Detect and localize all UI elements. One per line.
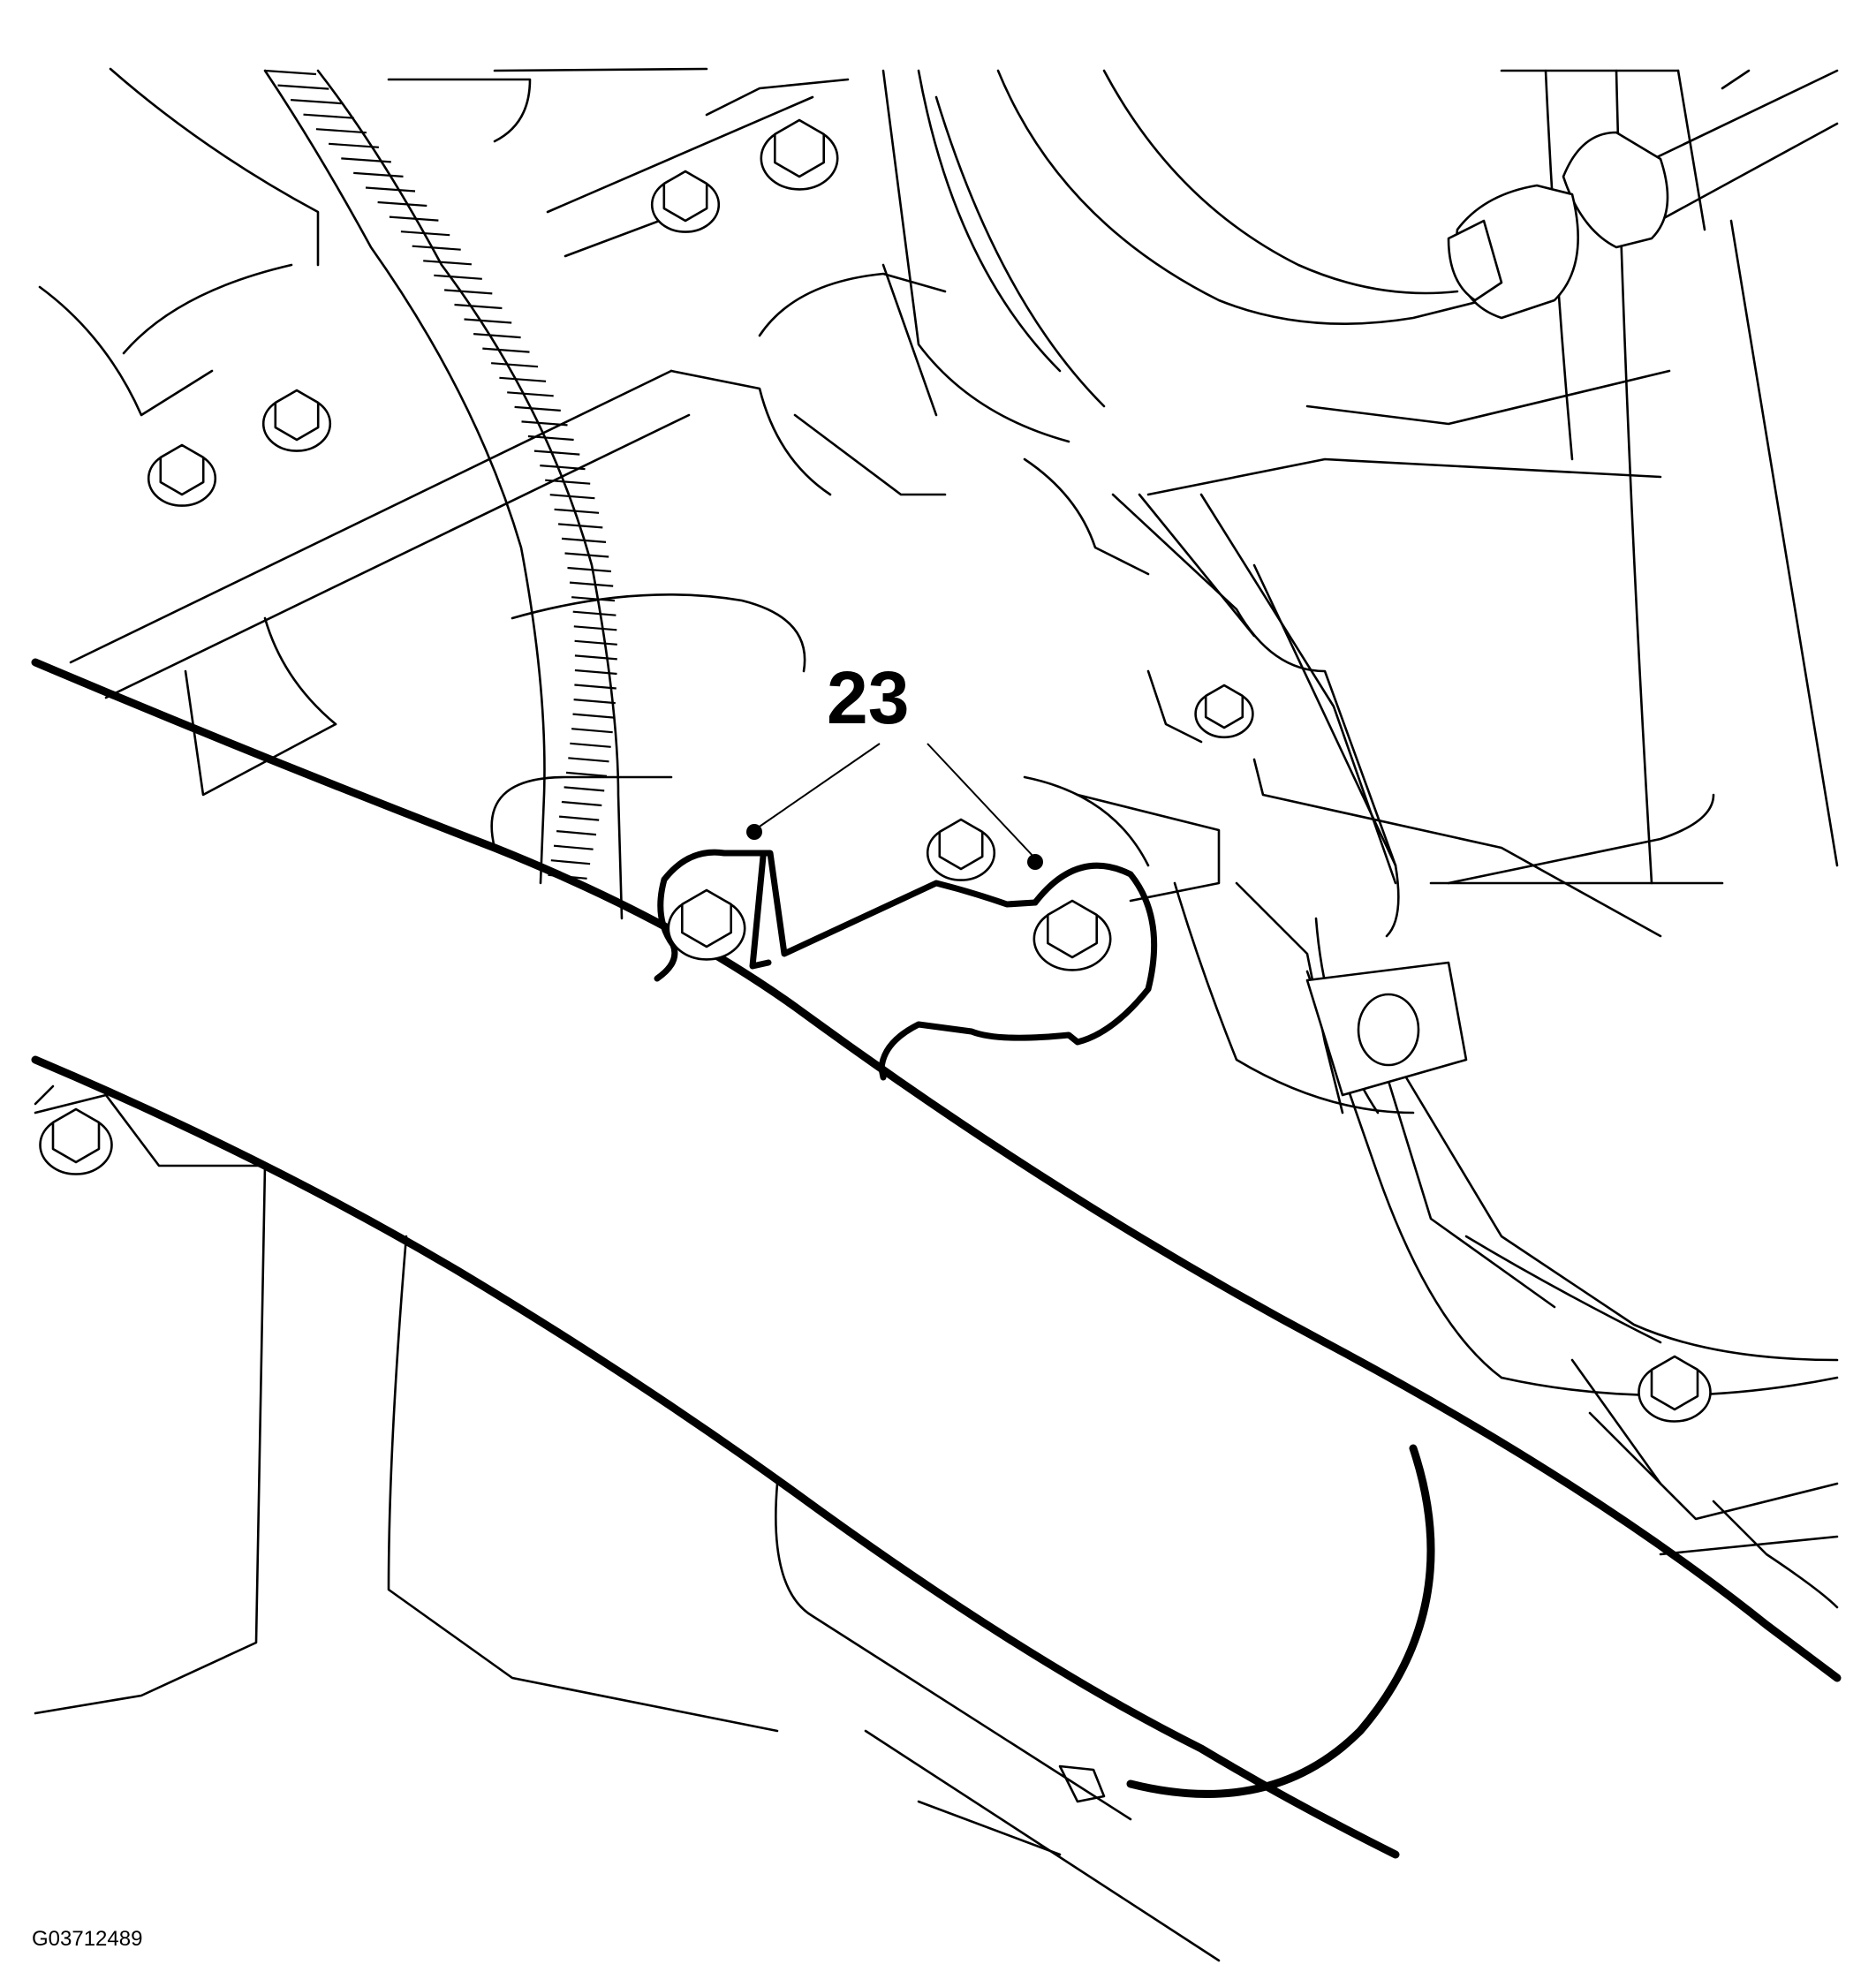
harness-rib [564,552,609,558]
bolt-icon [667,888,746,961]
harness-rib [277,84,329,90]
harness-rib [412,245,461,251]
harness-rib [303,113,354,119]
callout-number: 23 [827,656,910,739]
harness-rib [571,596,616,602]
harness-rib [550,859,591,865]
bolt-icon [650,170,721,233]
harness-rib [559,815,600,821]
harness-rib [341,157,391,163]
harness-rib [482,347,530,353]
harness-rib [574,639,617,646]
harness-rib [473,333,521,339]
bolt-icon [1033,899,1112,971]
harness-rib [574,669,617,676]
bolt-icon [1638,1355,1712,1423]
harness-rib [561,800,602,807]
harness-rib [291,99,342,105]
harness-rib [570,742,611,748]
harness-rib [264,69,317,76]
bolt-icon [1194,684,1254,739]
harness-rib [533,450,580,456]
harness-rib [567,566,611,573]
harness-rib [566,771,608,777]
harness-rib [514,405,561,412]
harness-rib [315,128,367,134]
wiring-harness-icon [263,69,624,920]
harness-rib [521,420,568,427]
callout-leaders [746,743,1043,870]
harness-rib [554,508,600,514]
harness-rib [464,318,512,324]
harness-rib [454,303,503,310]
harness-rib [572,610,617,616]
figure-id: G03712489 [32,1927,143,1951]
harness-rib [444,289,493,295]
harness-rib [434,274,482,280]
coolant-pipe [1447,69,1839,320]
harness-rib [573,699,616,705]
harness-rib [377,200,427,208]
frame-crossmember [31,658,1842,1859]
harness-rib [527,434,574,442]
harness-rib [549,494,595,500]
harness-rib [507,391,554,397]
harness-rib [545,479,591,485]
harness-rib [569,581,614,587]
harness-rib [561,537,607,543]
harness-rib [423,260,472,266]
harness-rib [571,728,613,734]
harness-rib [389,215,439,222]
harness-rib [568,757,609,763]
hex-nut-icon [1305,961,1468,1097]
harness-rib [574,684,617,690]
harness-rib [553,844,594,850]
harness-rib [499,376,547,382]
harness-rib [573,625,617,631]
oil-pan-bulge [1058,1444,1435,1803]
harness-rib [548,873,587,880]
harness-rib [540,465,586,471]
harness-rib [353,171,404,178]
harness-rib [491,362,539,368]
bolt-icon [147,443,217,507]
bolt-group [39,118,1712,1423]
harness-rib [556,830,597,836]
harness-rib [574,654,617,661]
harness-rib [572,713,615,719]
bolt-icon [39,1107,113,1175]
harness-rib [365,186,416,193]
harness-rib [564,786,605,792]
bolt-icon [760,118,839,191]
harness-rib [329,142,379,148]
bolt-icon [261,389,332,452]
bolt-icon [926,818,996,881]
engine-block-outlines [34,67,1839,1962]
harness-rib [558,523,603,529]
harness-rib [400,230,450,237]
